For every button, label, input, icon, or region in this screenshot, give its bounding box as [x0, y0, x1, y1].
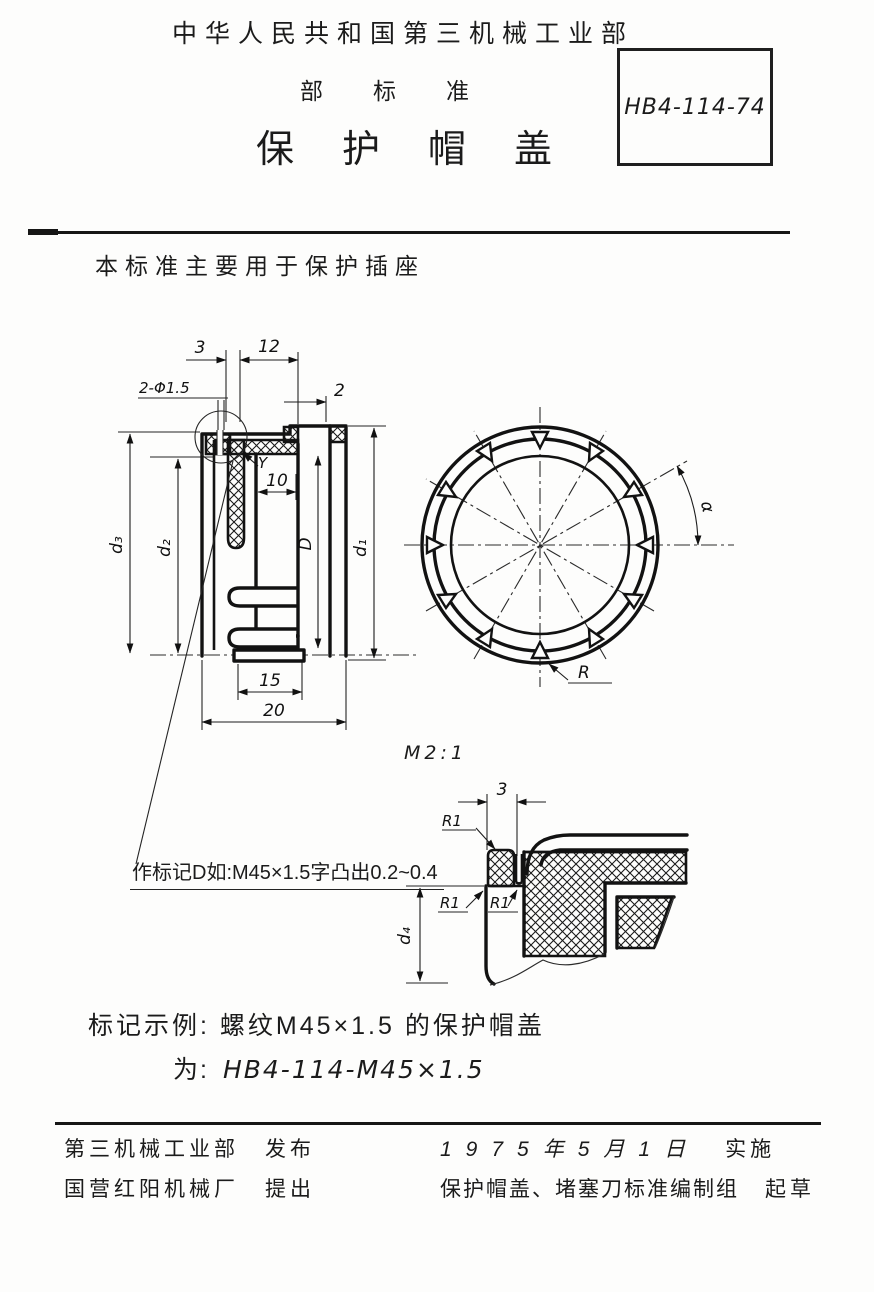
marking-callout-note: 作标记D如:M45×1.5字凸出0.2~0.4 — [130, 856, 444, 890]
dim-label-10: 10 — [266, 471, 288, 491]
dim-label-12: 12 — [258, 337, 280, 357]
marking-example-line1: 标记示例: 螺纹M45×1.5 的保护帽盖 — [88, 1012, 545, 1040]
marking-example-designation: HB4-114-M45×1.5 — [222, 1055, 485, 1084]
scope-statement: 本标准主要用于保护插座 — [95, 253, 425, 279]
radius-leader — [548, 663, 612, 684]
standard-number: HB4-114-74 — [624, 94, 766, 120]
detail-dim-label-r1-right: R1 — [490, 894, 510, 912]
detail-scale-label: M2:1 — [404, 742, 467, 764]
footer-issuer-row: 第三机械工业部 发布 — [64, 1133, 315, 1163]
header-rule — [28, 231, 790, 234]
standard-number-box: HB4-114-74 — [617, 48, 773, 166]
dim-label-15: 15 — [259, 671, 281, 691]
footer-effective-date: 1975年5月1日 — [440, 1138, 700, 1161]
knurl-notches — [425, 430, 655, 660]
footer-drafter-row: 保护帽盖、堵塞刀标准编制组 起草 — [440, 1173, 815, 1203]
detail-dim-label-r1-left: R1 — [440, 894, 460, 912]
rivet-hole — [217, 431, 223, 455]
label-y: Y — [258, 454, 269, 472]
footer-proposer: 国营红阳机械厂 — [64, 1178, 239, 1201]
footer-date-row: 1975年5月1日 实施 — [440, 1133, 775, 1163]
detail-dim-label-r1-top: R1 — [442, 812, 462, 830]
detail-geometry — [484, 833, 689, 986]
footer-date-action: 实施 — [725, 1138, 776, 1161]
detail-view: 3 R1 R1 R1 d₄ — [395, 780, 689, 986]
detail-dimension-lines — [416, 798, 546, 982]
dim-label-3: 3 — [195, 338, 206, 358]
dim-label-20: 20 — [263, 701, 285, 721]
dim-label-holes: 2-Φ1.5 — [139, 379, 190, 397]
front-view: α R — [404, 407, 734, 687]
detail-dim-label-d4: d₄ — [395, 927, 415, 945]
doc-type-label: 部标准 — [300, 78, 519, 104]
footer-drafter: 保护帽盖、堵塞刀标准编制组 — [440, 1178, 739, 1201]
detail-circle-and-leader — [135, 410, 248, 865]
section-part-outline — [200, 424, 348, 663]
marking-example-line2: 为: HB4-114-M45×1.5 — [173, 1050, 485, 1086]
dim-label-D: D — [296, 537, 316, 550]
marking-example-prefix: 为: — [173, 1056, 209, 1084]
dim-label-2: 2 — [334, 381, 345, 401]
dim-label-R: R — [578, 663, 590, 683]
footer-proposer-row: 国营红阳机械厂 提出 — [64, 1173, 315, 1203]
footer-drafter-action: 起草 — [765, 1178, 815, 1201]
ministry-header: 中华人民共和国第三机械工业部 — [172, 20, 635, 48]
detail-dim-label-3: 3 — [497, 780, 508, 800]
angle-dimension — [676, 465, 702, 546]
dim-label-alpha: α — [696, 499, 718, 514]
footer-rule — [55, 1122, 821, 1125]
dim-label-d1: d₁ — [351, 539, 371, 557]
section-view: 3 12 2-Φ1.5 2 Y 10 d₃ d₂ D d₁ 15 20 — [107, 337, 420, 865]
footer-proposer-action: 提出 — [265, 1178, 315, 1201]
front-centerlines — [404, 407, 734, 687]
dim-label-d2: d₂ — [155, 539, 175, 557]
dim-label-d3: d₃ — [107, 536, 127, 554]
page-title: 保护帽盖 — [256, 129, 601, 171]
section-dimension-lines — [126, 356, 378, 726]
footer-issuer: 第三机械工业部 — [64, 1138, 239, 1161]
footer-issuer-action: 发布 — [265, 1138, 315, 1161]
